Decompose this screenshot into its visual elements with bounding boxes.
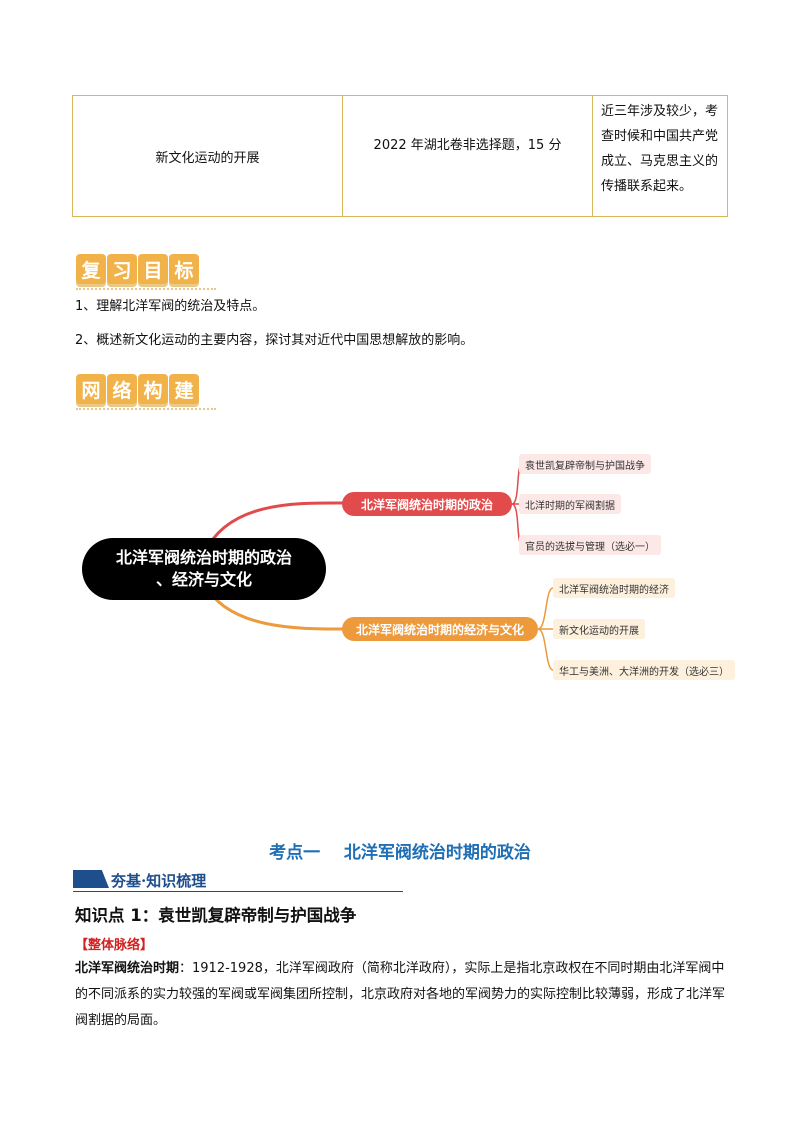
table-note-cell: 近三年涉及较少，考查时候和中国共产党成立、马克思主义的传播联系起来。 <box>601 104 719 194</box>
table-topic-cell: 新文化运动的开展 <box>73 96 343 216</box>
badge-char: 复 <box>76 254 106 284</box>
body-text: ：1912-1928，北洋军阀政府（简称北洋政府），实际上是指北京政权在不同时期… <box>75 961 726 1028</box>
mindmap-branch-economy-culture: 北洋军阀统治时期的经济与文化 <box>342 617 538 641</box>
mindmap-leaf: 新文化运动的开展 <box>553 619 645 639</box>
badge-char: 网 <box>76 374 106 404</box>
body-term: 北洋军阀统治时期 <box>75 961 180 976</box>
mindmap-branch-politics: 北洋军阀统治时期的政治 <box>342 492 512 516</box>
knowledge-point-title: 知识点 1：袁世凯复辟帝制与护国战争 <box>75 906 357 925</box>
table-exam-cell: 2022 年湖北卷非选择题，15 分 <box>343 96 593 216</box>
network-badge: 网 络 构 建 <box>76 360 216 410</box>
badge-char: 习 <box>107 254 137 284</box>
mindmap-leaf: 北洋军阀统治时期的经济 <box>553 578 675 598</box>
mindmap-leaf: 官员的选拔与管理（选必一） <box>519 535 661 555</box>
badge-char: 标 <box>169 254 199 284</box>
badge-char: 目 <box>138 254 168 284</box>
objective-1: 1、理解北洋军阀的统治及特点。 <box>75 299 266 314</box>
mindmap-leaf: 袁世凯复辟帝制与护国战争 <box>519 454 651 474</box>
root-line-1: 北洋军阀统治时期的政治 <box>115 548 292 567</box>
mindmap-leaf: 华工与美洲、大洋洲的开发（选必三） <box>553 660 735 680</box>
connector-branch1 <box>203 501 346 553</box>
objective-2: 2、概述新文化运动的主要内容，探讨其对近代中国思想解放的影响。 <box>75 333 474 348</box>
connector-leaves2 <box>537 587 554 671</box>
table-exam: 2022 年湖北卷非选择题，15 分 <box>373 138 562 153</box>
bar-marker-icon <box>73 870 109 888</box>
bracket-label: 【整体脉络】 <box>75 938 154 953</box>
bar-label: 夯基·知识梳理 <box>111 872 207 890</box>
mindmap-leaf: 北洋时期的军阀割据 <box>519 494 621 514</box>
bar-line <box>73 891 403 892</box>
table-topic: 新文化运动的开展 <box>155 150 260 166</box>
badge-char: 构 <box>138 374 168 404</box>
badge-underline <box>76 285 216 290</box>
badge-char: 络 <box>107 374 137 404</box>
exam-table: 新文化运动的开展 2022 年湖北卷非选择题，15 分 近三年涉及较少，考查时候… <box>72 95 728 217</box>
mindmap-root: 北洋军阀统治时期的政治 、经济与文化 <box>82 538 326 600</box>
badge-underline <box>76 405 216 410</box>
root-line-2: 、经济与文化 <box>155 570 252 589</box>
section-bar: 夯基·知识梳理 <box>73 870 403 892</box>
body-paragraph: 北洋军阀统治时期：1912-1928，北洋军阀政府（简称北洋政府），实际上是指北… <box>75 956 725 1034</box>
badge-char: 建 <box>169 374 199 404</box>
review-goals-badge: 复 习 目 标 <box>76 240 216 290</box>
section-title: 考点一 北洋军阀统治时期的政治 <box>269 843 531 863</box>
